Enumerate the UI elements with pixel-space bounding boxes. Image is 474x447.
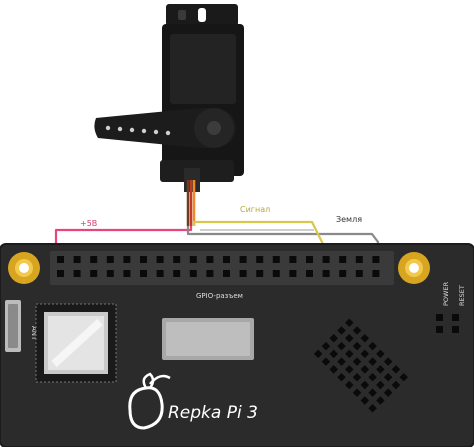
gpio-pin	[322, 270, 330, 277]
diagonal-pin	[329, 349, 338, 359]
gpio-pin	[173, 270, 181, 277]
gpio-pin	[90, 256, 98, 263]
mount-hole-right	[398, 252, 430, 284]
servo-top-slot	[198, 8, 206, 22]
memory-chip	[162, 318, 254, 360]
board-edge	[0, 243, 474, 447]
gpio-pin	[289, 270, 297, 277]
soc-chip	[35, 303, 117, 383]
gpio-pin	[173, 256, 181, 263]
gpio-pin	[206, 270, 214, 277]
antenna-connector	[5, 300, 21, 352]
repka-board: GPIO-разъем ANT POWER RESET	[0, 243, 474, 447]
repka-logo-icon	[128, 372, 171, 430]
gpio-pin	[140, 270, 147, 277]
gpio-pin	[256, 256, 264, 263]
diagonal-pin	[329, 365, 338, 374]
mount-hole-left	[8, 252, 40, 284]
servo-cable	[186, 180, 196, 226]
gpio-pin	[239, 270, 247, 277]
servo-horn-holes	[105, 125, 171, 136]
power-reset-pins	[436, 314, 459, 333]
diagonal-pin	[376, 365, 385, 374]
diagonal-pin	[345, 334, 354, 343]
gpio-pin	[106, 256, 114, 263]
gpio-pin	[239, 256, 247, 263]
gpio-pin	[223, 256, 230, 263]
gpio-pin	[206, 256, 214, 263]
reset-label: RESET	[458, 285, 466, 306]
gpio-pin	[339, 270, 347, 277]
gpio-pin	[223, 270, 230, 277]
gpio-pin	[123, 270, 131, 277]
brand-name: Repka Pi 3	[168, 403, 258, 423]
label-ground: Земля	[336, 215, 362, 224]
gpio-pin	[90, 270, 98, 277]
gpio-pin	[57, 270, 64, 277]
servo-horn-screw	[207, 121, 221, 135]
gpio-pin	[339, 256, 347, 263]
gpio-pin	[322, 256, 330, 263]
gpio-pin	[372, 256, 380, 263]
diagonal-pin	[399, 372, 408, 382]
gpio-pin	[306, 256, 313, 263]
gpio-pin	[156, 256, 164, 263]
gpio-pin	[123, 256, 131, 263]
gpio-label: GPIO-разъем	[196, 292, 243, 300]
gpio-pin	[106, 270, 114, 277]
gpio-pin	[73, 270, 81, 277]
label-plus5v: +5В	[80, 219, 97, 228]
gpio-pin	[140, 256, 147, 263]
gpio-pin	[189, 256, 197, 263]
gpio-pin	[306, 270, 313, 277]
gpio-pin	[156, 270, 164, 277]
gpio-pin	[272, 270, 280, 277]
gpio-pin	[355, 256, 363, 263]
gpio-pin	[189, 270, 197, 277]
gpio-pin	[289, 256, 297, 263]
power-label: POWER	[442, 281, 450, 306]
servo-motor	[94, 4, 244, 192]
diagonal-pin	[391, 365, 401, 374]
servo-top-hole	[178, 10, 186, 20]
gpio-pins	[57, 256, 380, 277]
gpio-pin	[272, 256, 280, 263]
label-signal: Сигнал	[240, 205, 270, 214]
gpio-pin	[372, 270, 380, 277]
gpio-pin	[73, 256, 81, 263]
gpio-pin	[57, 256, 64, 263]
diagonal-pin	[329, 334, 338, 343]
servo-body-highlight	[170, 34, 236, 104]
diagonal-pin	[345, 365, 354, 374]
gpio-pin	[355, 270, 363, 277]
gpio-pin	[256, 270, 264, 277]
ant-label: ANT	[30, 326, 38, 341]
